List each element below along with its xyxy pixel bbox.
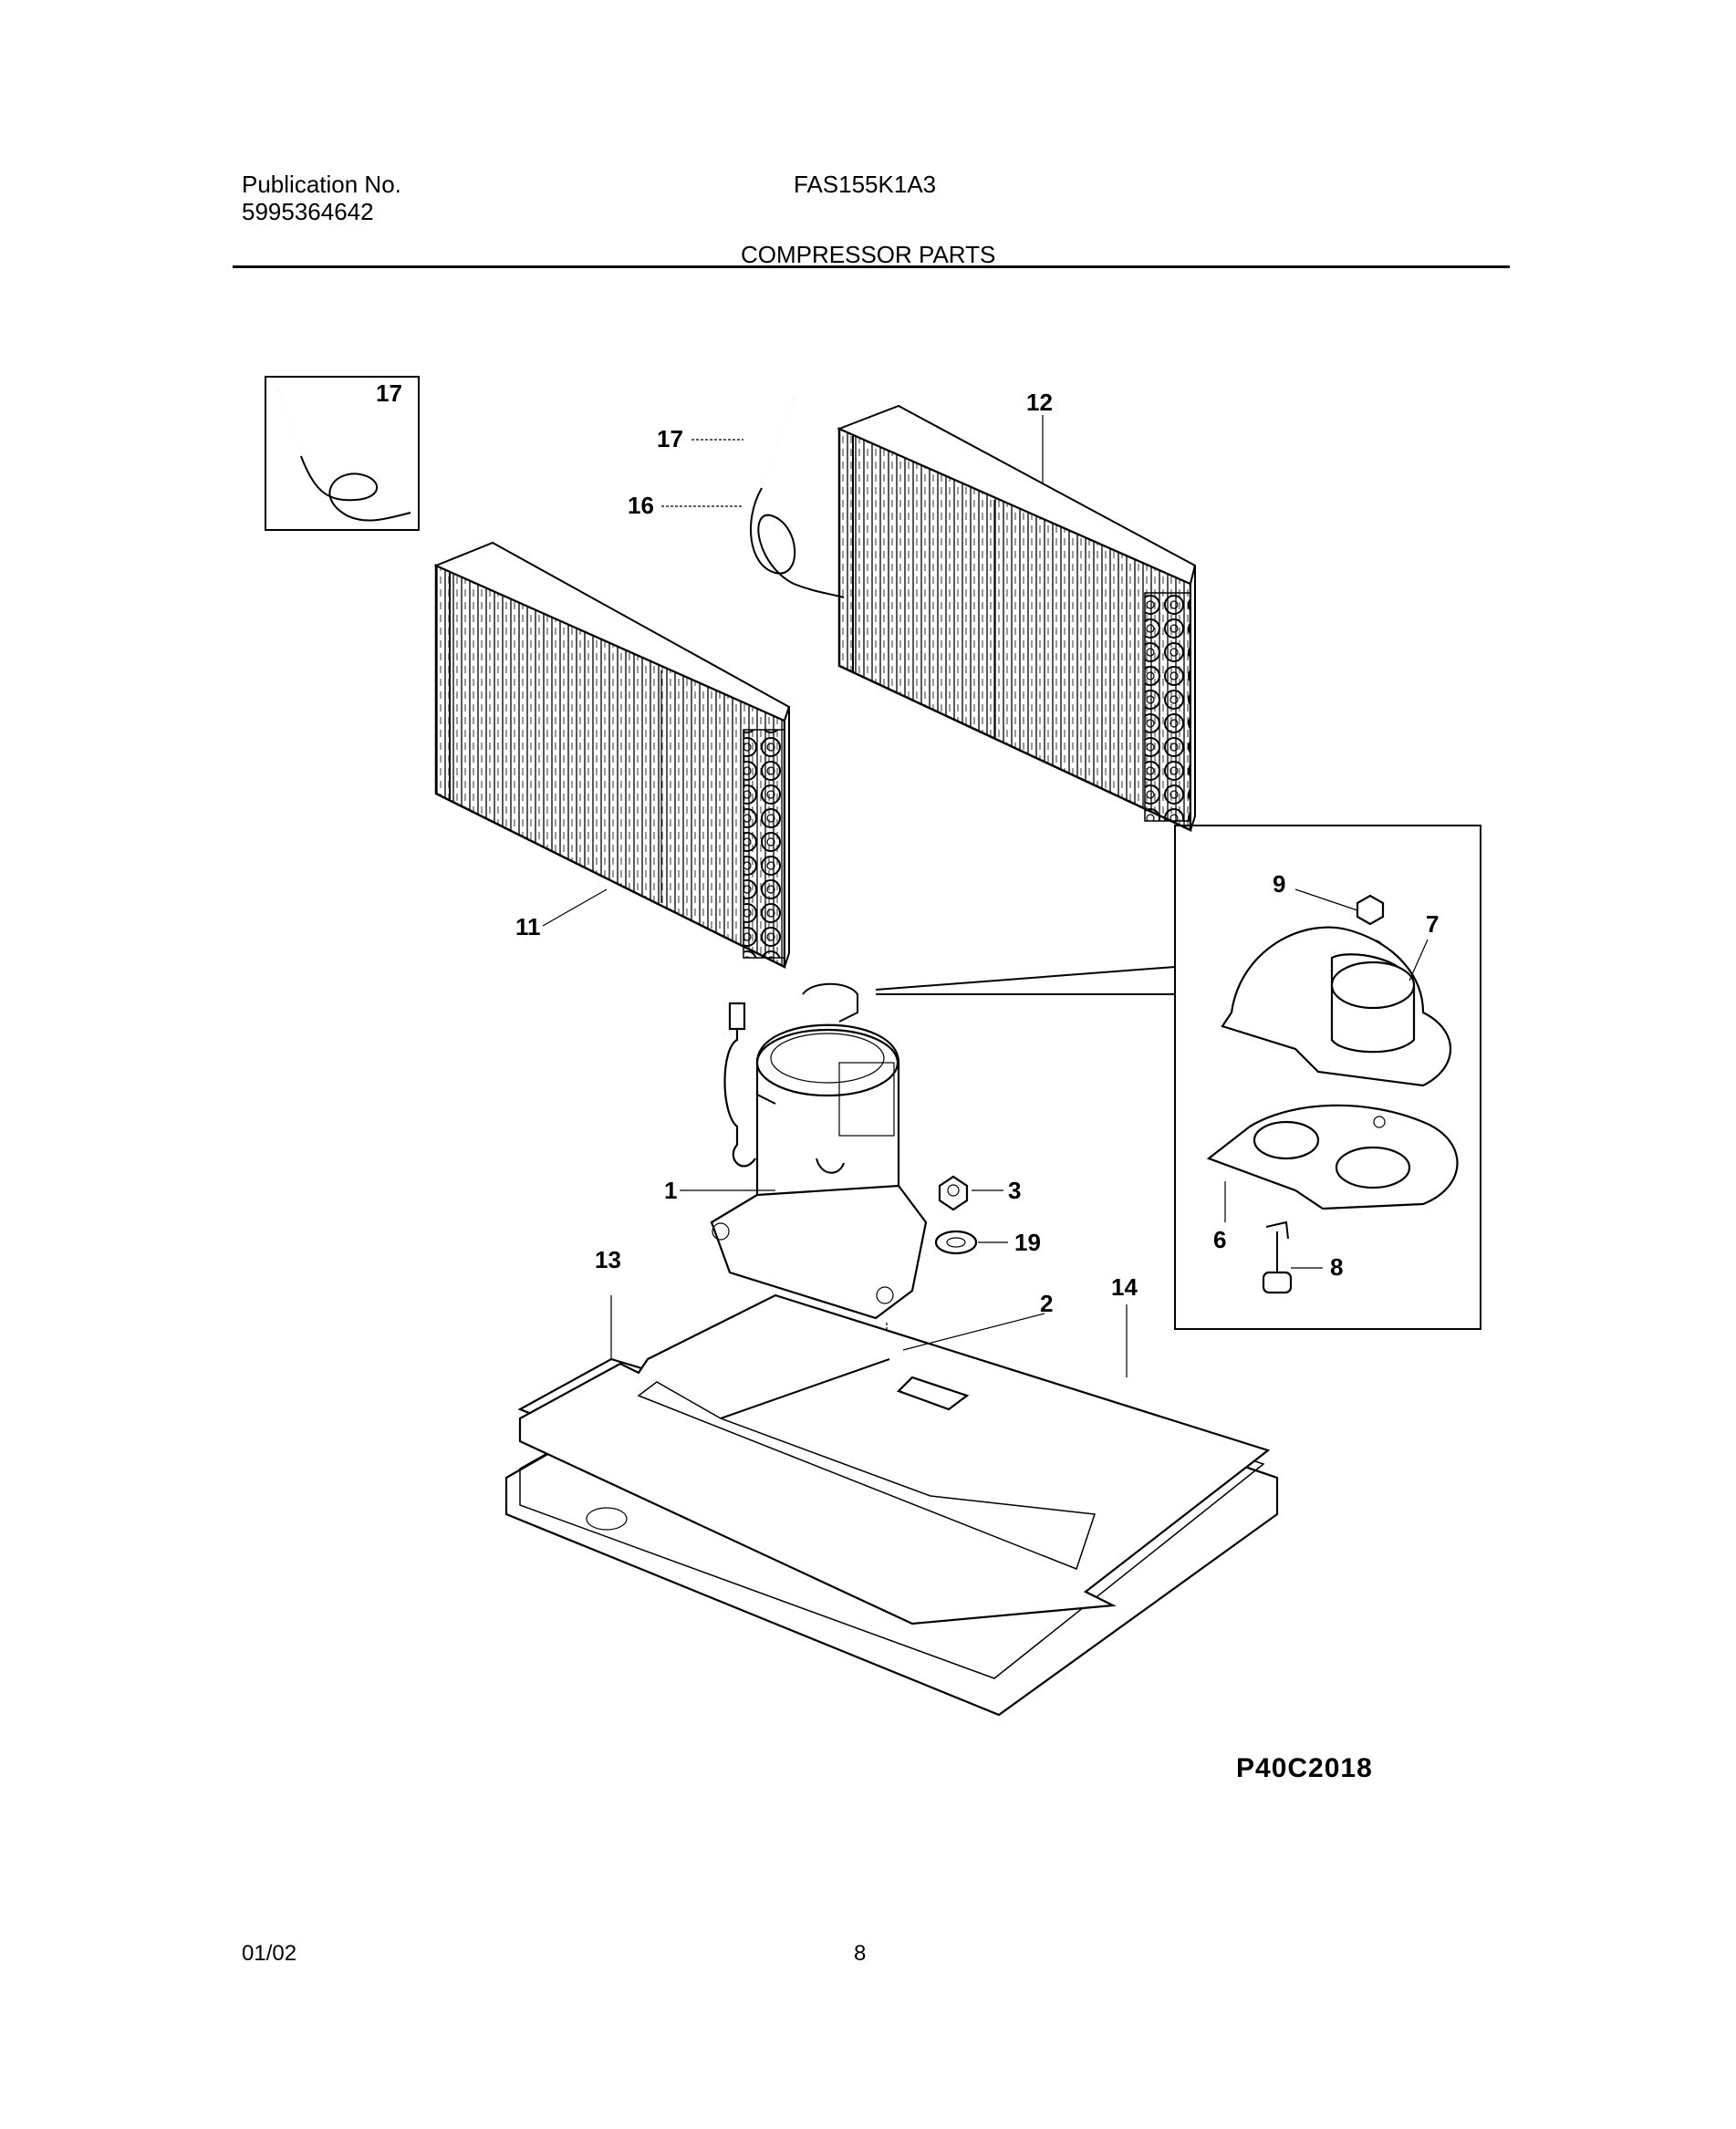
page-number: 8	[854, 1941, 867, 1966]
callout-17: 17	[657, 425, 683, 452]
callout-11: 11	[515, 913, 541, 940]
callout-3: 3	[1008, 1177, 1021, 1204]
terminal-cover-detail-box	[875, 825, 1481, 1330]
publication-number: 5995364642	[242, 198, 374, 225]
condenser-coil	[433, 541, 791, 970]
footer-date: 01/02	[242, 1941, 297, 1966]
callout-13: 13	[595, 1246, 621, 1273]
leader-lines	[542, 415, 1429, 1377]
header-rule	[233, 265, 1510, 268]
callout-19: 19	[1014, 1229, 1041, 1256]
callout-1: 1	[664, 1177, 677, 1204]
inset-capillary-box	[265, 376, 420, 531]
callout-12: 12	[1026, 389, 1053, 416]
evaporator-coil	[837, 404, 1197, 832]
callout-8: 8	[1330, 1253, 1343, 1281]
compressor	[710, 982, 928, 1320]
callout-14: 14	[1111, 1273, 1138, 1301]
callout-6: 6	[1213, 1226, 1226, 1253]
callout-7: 7	[1426, 910, 1439, 938]
callout-17-inset: 17	[376, 379, 402, 407]
model-number: FAS155K1A3	[794, 171, 937, 198]
capillary-tube-assembly	[750, 398, 845, 598]
callout-16: 16	[628, 492, 654, 519]
publication-label: Publication No.	[242, 171, 401, 198]
drawing-code: P40C2018	[1236, 1753, 1373, 1783]
callout-9: 9	[1273, 870, 1285, 898]
drain-pan-frame	[518, 1293, 1271, 1625]
section-title: COMPRESSOR PARTS	[741, 241, 996, 268]
callout-2: 2	[1040, 1290, 1053, 1317]
